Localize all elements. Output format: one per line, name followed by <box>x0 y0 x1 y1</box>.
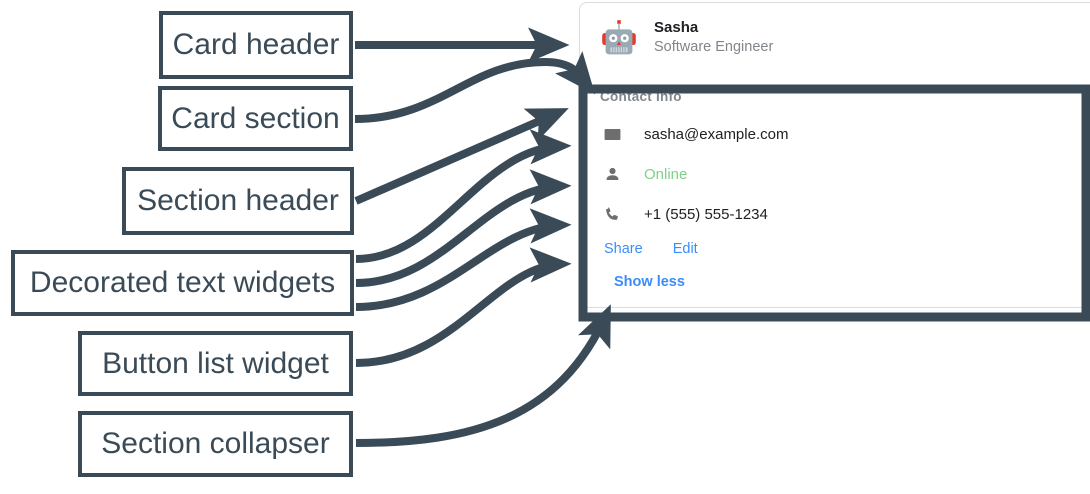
decorated-text-widget-status: Online <box>580 158 1090 190</box>
decorated-text-widget-phone: +1 (555) 555-1234 <box>580 198 1090 230</box>
show-less-button[interactable]: Show less <box>604 271 695 294</box>
decorated-text-widget-email: sasha@example.com <box>580 118 1090 150</box>
phone-icon <box>602 204 622 224</box>
info-card: Sasha Software Engineer Contact Info sas… <box>579 2 1090 308</box>
share-button[interactable]: Share <box>594 238 653 261</box>
annotation-label-card-section: Card section <box>158 86 353 151</box>
card-header-text: Sasha Software Engineer <box>654 18 774 56</box>
robot-avatar-icon <box>598 17 640 59</box>
button-list-widget: Share Edit <box>580 238 1090 261</box>
card-section: Contact Info sasha@example.com <box>580 73 1090 307</box>
arrow-button-list <box>355 247 572 367</box>
annotation-label-section-header: Section header <box>122 167 354 235</box>
decorated-text-value-status: Online <box>644 165 688 183</box>
arrow-card-section <box>354 51 596 123</box>
card-header-title: Sasha <box>654 18 699 36</box>
card-header-subtitle: Software Engineer <box>654 39 774 56</box>
arrow-section-collapser <box>355 304 611 447</box>
person-icon <box>602 164 622 184</box>
annotation-label-section-collapser: Section collapser <box>78 411 353 477</box>
annotation-label-decorated-text: Decorated text widgets <box>11 250 354 316</box>
decorated-text-value-email: sasha@example.com <box>644 125 789 143</box>
edit-button[interactable]: Edit <box>663 238 708 261</box>
annotation-label-card-header: Card header <box>159 11 353 79</box>
section-collapser: Show less <box>580 271 1090 294</box>
annotation-label-button-list: Button list widget <box>78 331 353 396</box>
arrow-decorated-text-email <box>355 129 572 263</box>
arrow-decorated-text-phone <box>355 208 572 311</box>
arrow-section-header <box>354 108 569 205</box>
arrow-decorated-text-status <box>355 169 572 287</box>
section-header: Contact Info <box>600 89 682 104</box>
envelope-icon <box>602 124 622 144</box>
decorated-text-value-phone: +1 (555) 555-1234 <box>644 205 768 223</box>
card-header: Sasha Software Engineer <box>580 3 1090 73</box>
